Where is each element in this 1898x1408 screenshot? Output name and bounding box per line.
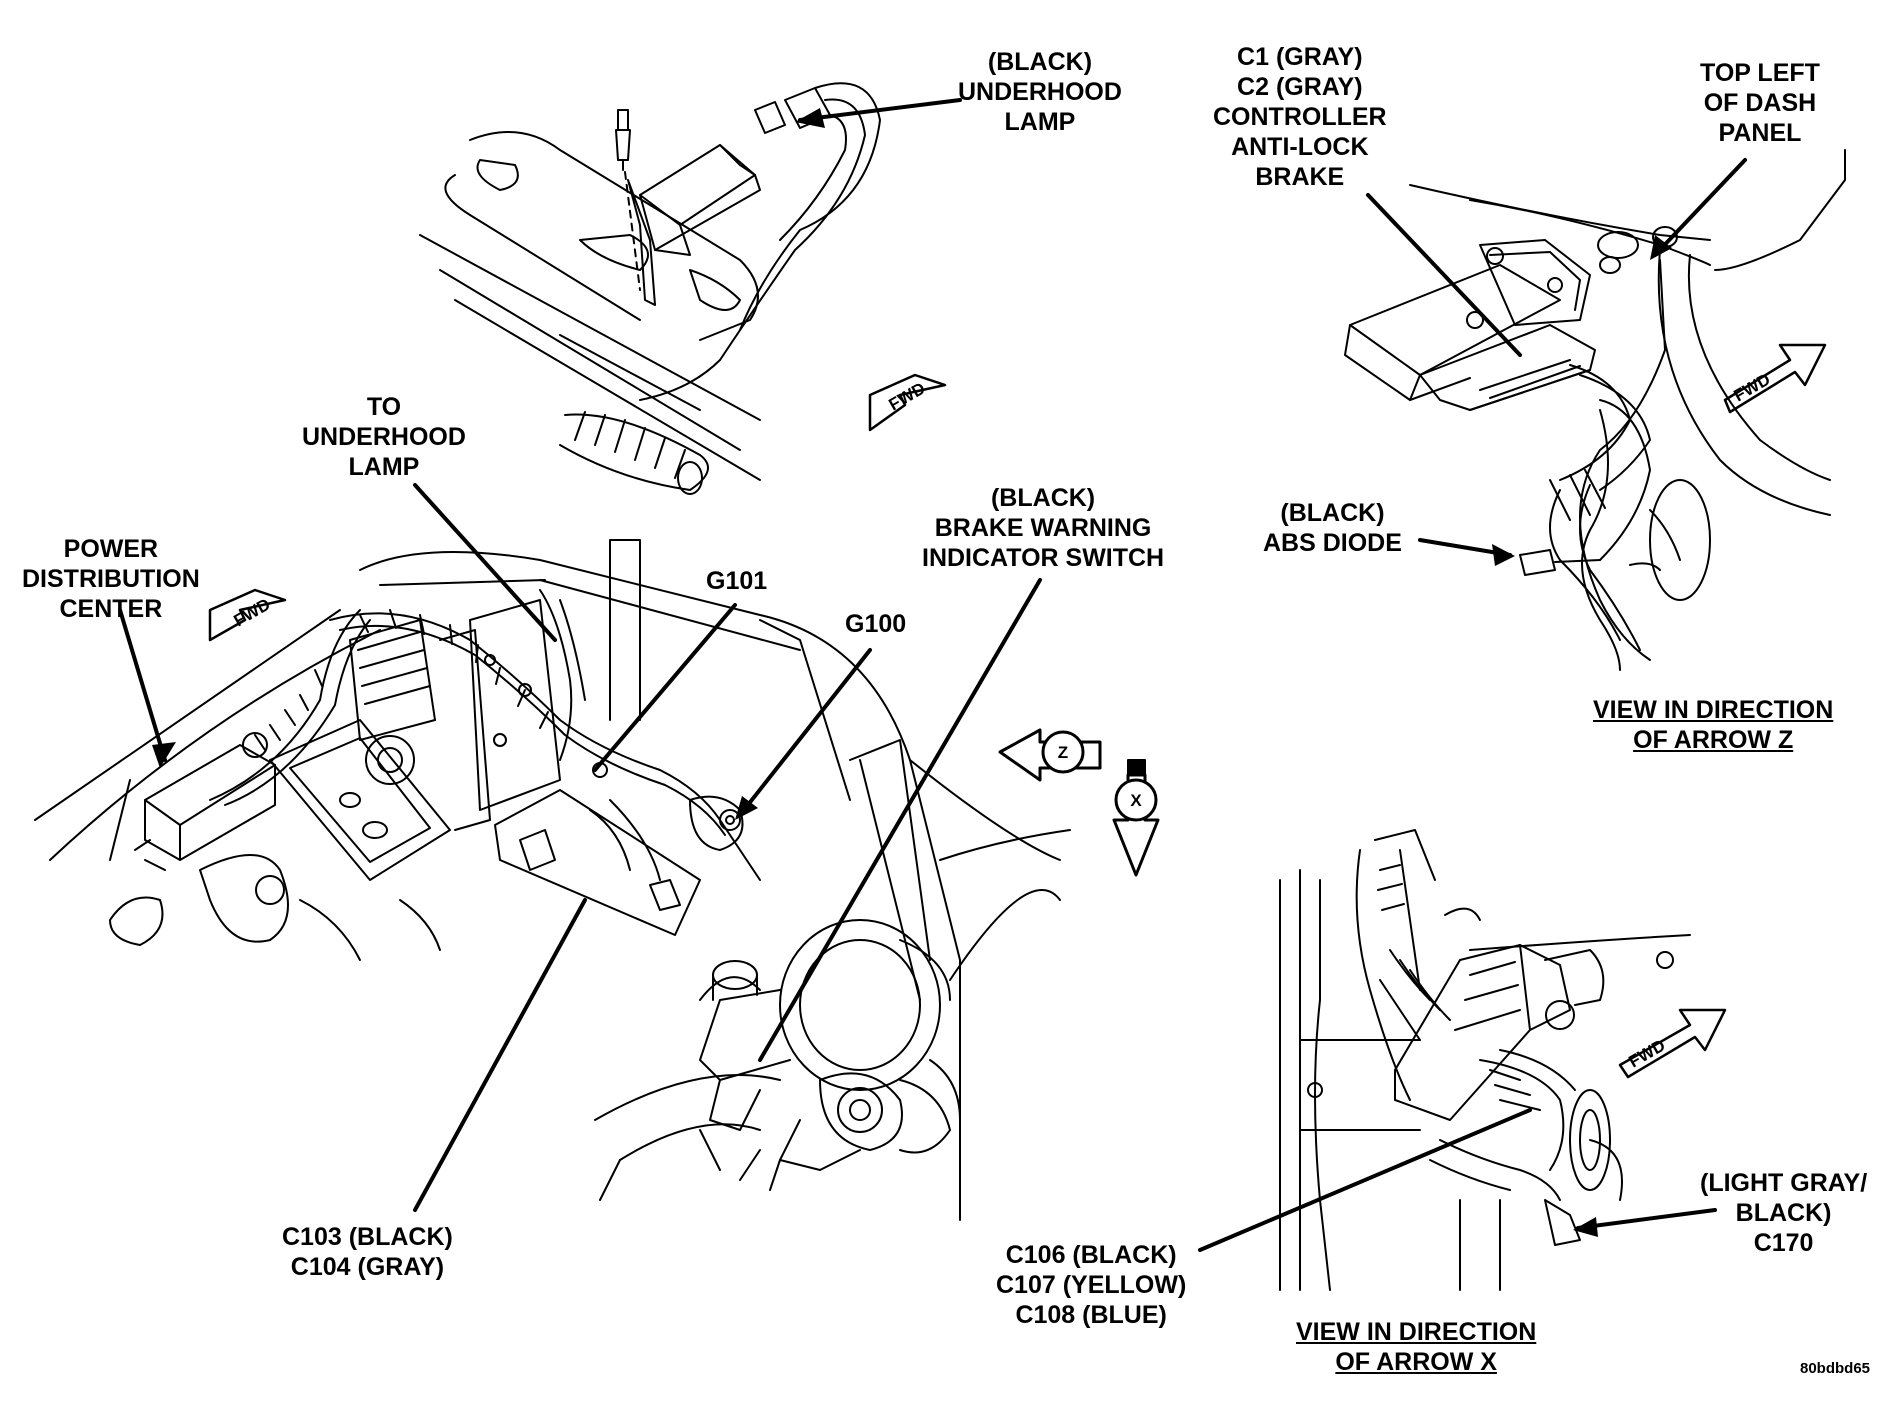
view-x-inset xyxy=(1279,829,1691,1291)
to-underhood-lamp-label: TO UNDERHOOD LAMP xyxy=(302,393,466,481)
underhood-lamp-connector-label: (BLACK) UNDERHOOD LAMP xyxy=(958,48,1122,136)
g100-label: G100 xyxy=(845,610,907,638)
leader-arrowheads xyxy=(152,108,1672,1237)
view-z-inset xyxy=(1344,149,1846,671)
underhood-lamp-inset xyxy=(419,82,881,495)
brake-warning-switch-label: (BLACK) BRAKE WARNING INDICATOR SWITCH xyxy=(922,484,1165,572)
top-left-dash-label: TOP LEFT OF DASH PANEL xyxy=(1700,59,1820,147)
abs-controller-label: C1 (GRAY) C2 (GRAY) CONTROLLER ANTI-LOCK… xyxy=(1213,43,1387,191)
fwd-label-view-z: FWD xyxy=(1731,370,1774,406)
fwd-arrows xyxy=(208,343,1827,1079)
c103-c104-label: C103 (BLACK) C104 (GRAY) xyxy=(282,1223,453,1281)
leader-lines xyxy=(118,98,1747,1252)
main-view xyxy=(34,539,1071,1221)
arrow-z-indicator xyxy=(998,728,1102,782)
arrow-x-indicator xyxy=(1112,759,1160,877)
abs-diode-label: (BLACK) ABS DIODE xyxy=(1263,499,1402,557)
fwd-label-pdc: FWD xyxy=(231,595,274,631)
power-distribution-center-label: POWER DISTRIBUTION CENTER xyxy=(22,535,200,623)
g101-label: G101 xyxy=(706,567,768,595)
figure-code: 80bdbd65 xyxy=(1800,1360,1871,1377)
c170-label: (LIGHT GRAY/ BLACK) C170 xyxy=(1700,1169,1868,1257)
view-x-title: VIEW IN DIRECTION OF ARROW X xyxy=(1296,1318,1537,1376)
arrow-x-letter: X xyxy=(1130,791,1142,810)
view-z-title: VIEW IN DIRECTION OF ARROW Z xyxy=(1593,696,1834,754)
arrow-z-letter: Z xyxy=(1058,743,1068,762)
c106-c108-label: C106 (BLACK) C107 (YELLOW) C108 (BLUE) xyxy=(996,1241,1187,1329)
